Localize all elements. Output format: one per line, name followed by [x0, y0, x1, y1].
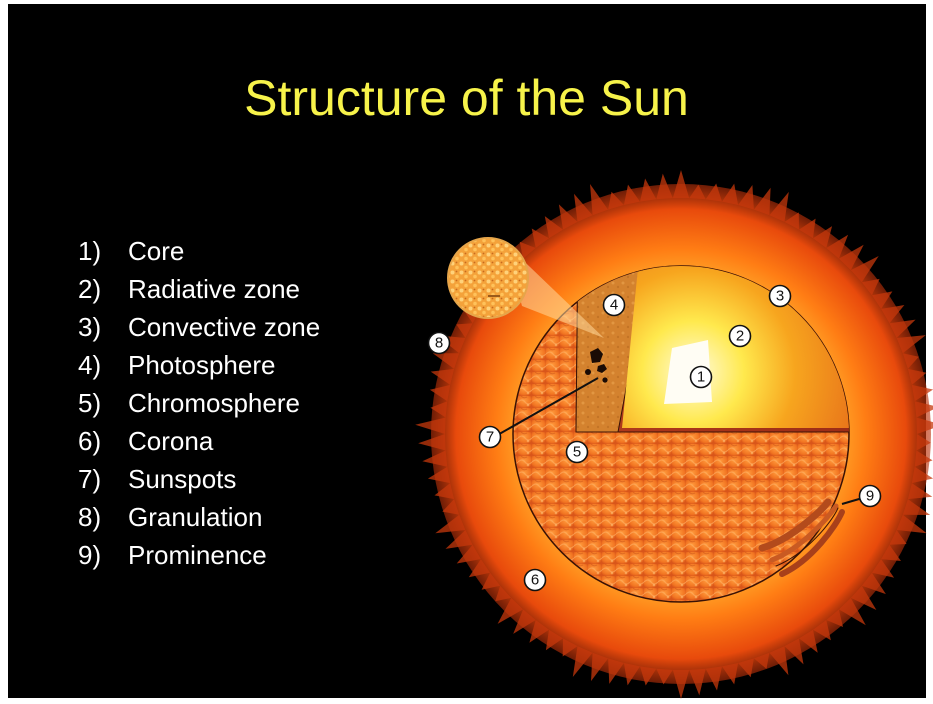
svg-text:8: 8 — [435, 335, 443, 352]
callout-3: 3 — [770, 286, 791, 307]
svg-text:9: 9 — [866, 488, 874, 505]
callout-8: 8 — [429, 333, 450, 354]
callout-2: 2 — [730, 326, 751, 347]
callout-9: 9 — [860, 486, 881, 507]
callout-1: 1 — [691, 367, 712, 388]
callout-6: 6 — [525, 570, 546, 591]
svg-text:5: 5 — [573, 444, 581, 461]
svg-text:3: 3 — [776, 288, 784, 305]
callout-4: 4 — [604, 295, 625, 316]
svg-text:4: 4 — [610, 297, 618, 314]
svg-text:7: 7 — [486, 429, 494, 446]
callout-7: 7 — [480, 427, 501, 448]
svg-text:6: 6 — [531, 572, 539, 589]
callout-5: 5 — [567, 442, 588, 463]
svg-text:1: 1 — [697, 369, 705, 386]
svg-text:2: 2 — [736, 328, 744, 345]
